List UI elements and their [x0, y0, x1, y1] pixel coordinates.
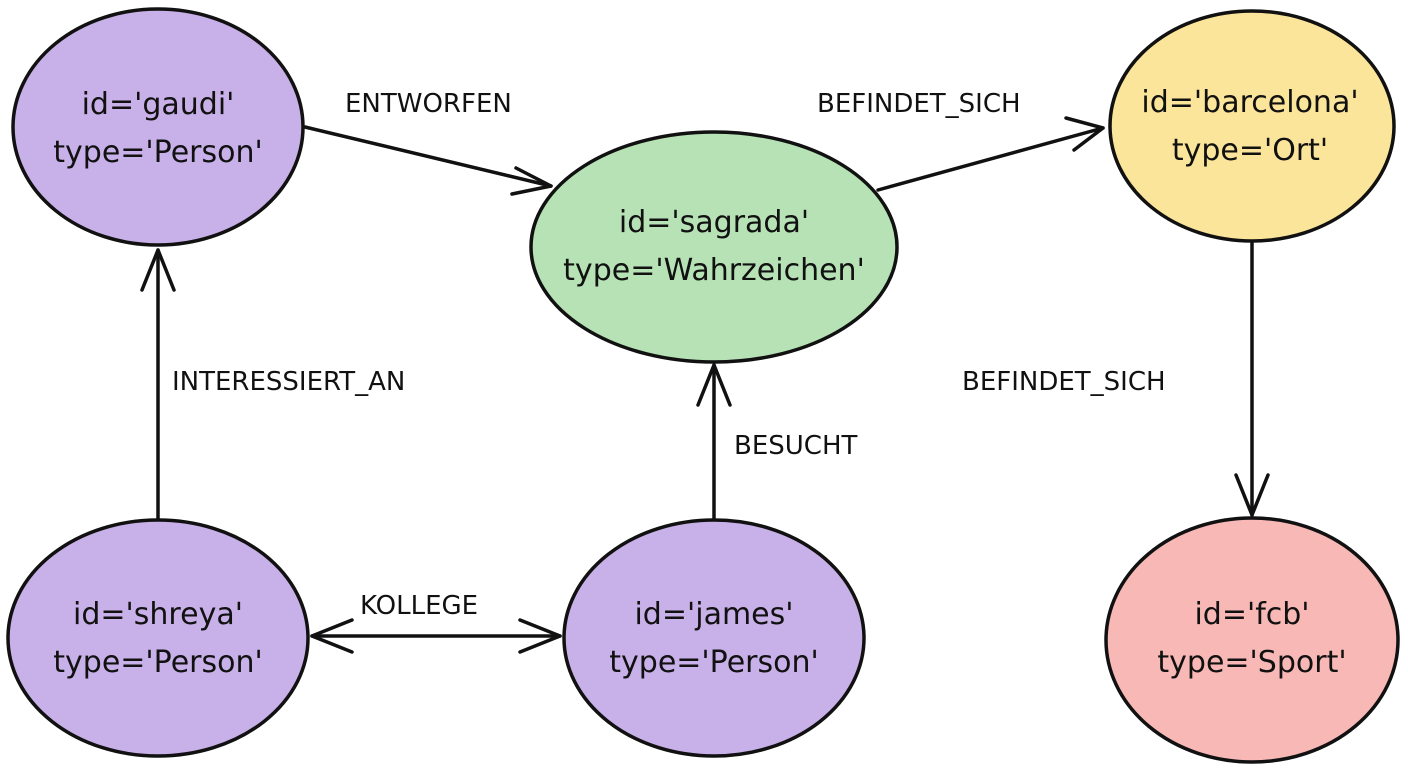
- edge-label-kollege: KOLLEGE: [360, 591, 478, 621]
- node-ellipse: [529, 130, 899, 364]
- edge-line: [876, 126, 1105, 192]
- arrowhead-right-icon: [518, 618, 562, 654]
- node-ellipse: [1104, 516, 1400, 764]
- node-barcelona[interactable]: id='barcelona' type='Ort': [1108, 9, 1396, 243]
- node-ellipse: [562, 518, 866, 758]
- node-ellipse: [1108, 9, 1396, 243]
- arrowhead-icon: [1234, 473, 1270, 517]
- edge-shreya-james: KOLLEGE: [310, 591, 562, 654]
- node-ellipse: [6, 518, 310, 758]
- node-type-text: type='Person': [609, 645, 818, 680]
- edge-sagrada-barcelona: BEFINDET_SICH: [817, 89, 1105, 192]
- node-id-text: id='sagrada': [619, 205, 809, 240]
- arrowhead-icon: [696, 363, 732, 407]
- arrowhead-icon: [140, 248, 176, 292]
- edge-label-befindet-sich-1: BEFINDET_SICH: [817, 89, 1021, 119]
- node-id-text: id='gaudi': [82, 87, 235, 122]
- node-id-text: id='james': [634, 597, 793, 632]
- node-id-text: id='fcb': [1194, 597, 1309, 632]
- node-james[interactable]: id='james' type='Person': [562, 518, 866, 758]
- node-shreya[interactable]: id='shreya' type='Person': [6, 518, 310, 758]
- edge-label-interessiert-an: INTERESSIERT_AN: [172, 367, 405, 397]
- edge-line: [303, 125, 553, 188]
- edge-shreya-gaudi: INTERESSIERT_AN: [140, 248, 405, 520]
- node-id-text: id='shreya': [73, 597, 243, 632]
- node-ellipse: [11, 7, 305, 247]
- arrowhead-icon: [1064, 116, 1105, 152]
- node-gaudi[interactable]: id='gaudi' type='Person': [11, 7, 305, 247]
- edge-label-befindet-sich-2: BEFINDET_SICH: [962, 367, 1166, 397]
- arrowhead-left-icon: [310, 618, 354, 654]
- node-fcb[interactable]: id='fcb' type='Sport': [1104, 516, 1400, 764]
- node-sagrada[interactable]: id='sagrada' type='Wahrzeichen': [529, 130, 899, 364]
- arrowhead-icon: [510, 166, 553, 196]
- edge-label-entworfen: ENTWORFEN: [345, 89, 512, 119]
- edge-james-sagrada: BESUCHT: [696, 363, 858, 520]
- edge-gaudi-sagrada: ENTWORFEN: [303, 89, 553, 196]
- node-type-text: type='Sport': [1157, 645, 1346, 680]
- node-type-text: type='Ort': [1172, 133, 1328, 168]
- edge-barcelona-fcb: BEFINDET_SICH: [962, 241, 1270, 517]
- node-type-text: type='Wahrzeichen': [563, 253, 865, 288]
- node-type-text: type='Person': [53, 645, 262, 680]
- node-id-text: id='barcelona': [1141, 85, 1358, 120]
- node-type-text: type='Person': [53, 135, 262, 170]
- edge-label-besucht: BESUCHT: [734, 431, 858, 461]
